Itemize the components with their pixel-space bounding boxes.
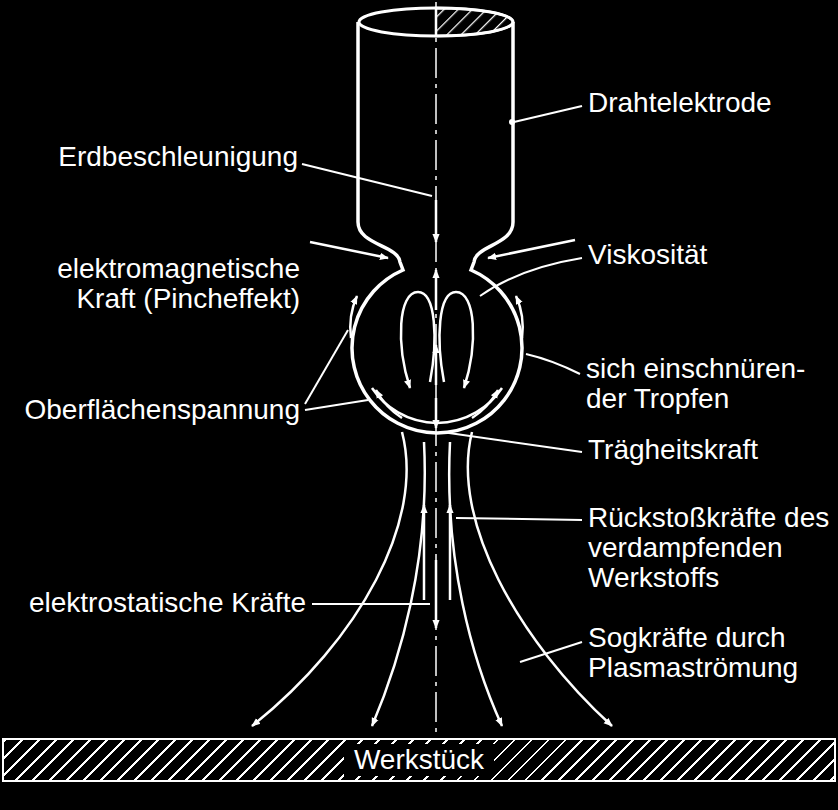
callout-label: Rückstoßkräfte des verdampfenden Werksto…: [588, 503, 833, 593]
callout-label: Oberflächenspannung: [24, 395, 300, 425]
callout-label: Sogkräfte durch Plasmaströmung: [588, 623, 816, 683]
callout-label: Trägheitskraft: [588, 435, 758, 465]
callout-label: Erdbeschleunigung: [58, 142, 298, 172]
callout-label: Drahtelektrode: [588, 88, 772, 118]
callout-label: elektromagnetische Kraft (Pincheffekt): [18, 254, 300, 314]
callout-label: sich einschnüren- der Tropfen: [586, 354, 826, 414]
workpiece-plate: Werkstück: [2, 738, 836, 782]
callout-label: elektrostatische Kräfte: [29, 588, 306, 618]
callout-label: Viskosität: [588, 240, 707, 270]
workpiece-label: Werkstück: [344, 744, 494, 776]
